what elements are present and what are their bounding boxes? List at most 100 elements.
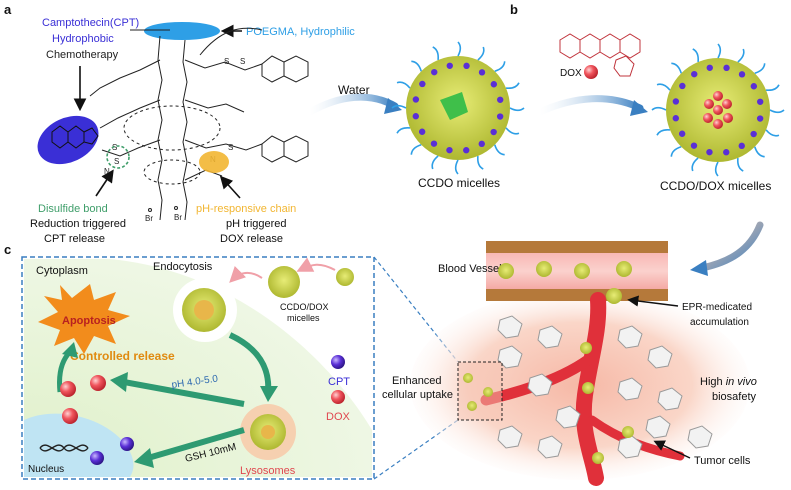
cpt-dot xyxy=(756,115,764,122)
cpt-dot xyxy=(706,148,713,156)
cpt-released-1 xyxy=(120,437,134,451)
cpt-dot xyxy=(738,71,746,78)
extracellular-micelle-2 xyxy=(336,268,354,286)
to-vessel-arrow-head xyxy=(690,260,708,276)
peg-chain xyxy=(396,126,411,134)
dox-released-3 xyxy=(62,408,78,424)
peg-chain xyxy=(769,109,785,114)
biosafety-high: High xyxy=(700,376,726,388)
cpt-dot xyxy=(690,142,698,149)
peg-chain xyxy=(717,43,722,59)
disulfide-desc2: CPT release xyxy=(44,233,105,245)
dox-dot xyxy=(723,113,733,123)
atom-s-4: S xyxy=(240,57,245,66)
disulfide-arrow xyxy=(95,169,114,197)
ph-chain-arrow xyxy=(219,175,241,199)
dox-dot xyxy=(722,99,732,109)
controlled-release-label: Controlled release xyxy=(70,349,175,363)
panel-label-c: c xyxy=(4,242,11,257)
micelles-label-2: micelles xyxy=(287,313,320,323)
cpt-dot xyxy=(738,142,745,150)
ph-release-arrow-head xyxy=(110,372,128,392)
poegma-label: POEGMA, Hydrophilic xyxy=(246,26,355,38)
uptake-label-2: cellular uptake xyxy=(382,389,453,401)
water-arrow xyxy=(306,93,399,116)
legend-dox-label: DOX xyxy=(326,411,351,423)
endocytosis-label: Endocytosis xyxy=(153,261,213,273)
cpt-released-2 xyxy=(90,451,104,465)
dox-dot xyxy=(703,113,713,123)
ph-release-arrow xyxy=(123,379,245,407)
ph-chain-ellipse xyxy=(199,151,229,173)
peg-chain xyxy=(391,104,407,109)
peg-chain xyxy=(411,60,422,72)
micelle-ccdo-shell xyxy=(391,41,525,175)
peg-chain xyxy=(509,107,525,112)
gsh-release-arrow xyxy=(147,427,245,461)
panel-label-a: a xyxy=(4,2,12,17)
water-arrow-head xyxy=(384,98,402,114)
peg-chain xyxy=(671,62,682,74)
tumor-vessel-main xyxy=(575,292,607,486)
uptake-micelle-1 xyxy=(463,373,473,383)
nucleus-label: Nucleus xyxy=(28,464,64,475)
apoptosis-burst xyxy=(38,284,130,354)
peg-chain xyxy=(736,157,744,172)
cpt-dot xyxy=(446,146,453,154)
peg-chain xyxy=(431,155,439,170)
endosome-core xyxy=(194,300,214,320)
legend-cpt-label: CPT xyxy=(328,376,350,388)
peg-chain xyxy=(656,128,671,136)
peg-chain xyxy=(692,48,700,63)
cpt-dot xyxy=(672,98,680,105)
cpt-structure xyxy=(51,125,99,149)
cpt-dot xyxy=(750,83,758,90)
cpt-dot xyxy=(679,82,686,90)
to-vessel-arrow xyxy=(698,221,764,272)
cpt-dot xyxy=(490,128,497,136)
uptake-zoom-box xyxy=(457,361,503,421)
cpt-dot xyxy=(463,62,470,70)
peg-chain xyxy=(505,82,520,90)
dox-released-1 xyxy=(60,381,76,397)
lysosome-core xyxy=(261,425,275,439)
dox-load-arrow xyxy=(536,95,644,116)
cpt-dot xyxy=(463,147,470,154)
legend-dox-ball xyxy=(331,390,345,404)
cpt-use: Chemotherapy xyxy=(46,49,119,61)
gsh-release-arrow-head xyxy=(134,448,154,468)
peg-chain xyxy=(396,81,411,89)
atom-s-5: S xyxy=(228,143,233,152)
cpt-dot xyxy=(412,113,419,120)
atom-n-2: N xyxy=(104,167,110,176)
peg-chain xyxy=(505,127,520,135)
biosafety-label-1: High in vivo xyxy=(700,376,757,388)
cpt-dot xyxy=(757,98,764,105)
micelle-ccdo-dox-shell xyxy=(651,43,785,177)
cpt-dot xyxy=(419,80,426,88)
atom-s-2: S xyxy=(114,157,119,166)
peg-chain xyxy=(454,159,459,175)
cpt-title: Camptothecin(CPT) xyxy=(42,17,139,29)
legend-cpt-ball xyxy=(331,355,345,369)
peg-chain xyxy=(477,46,485,61)
micelle-ccdo xyxy=(406,56,510,160)
cpt-dot xyxy=(430,140,438,147)
cpt-dot xyxy=(497,96,504,103)
peg-chain xyxy=(656,83,671,91)
extracellular-micelle-1 xyxy=(268,266,300,298)
disulfide-label: Disulfide bond xyxy=(38,203,108,215)
dox-load-arrow-head xyxy=(630,100,648,116)
ccdo-dox-label: CCDO/DOX micelles xyxy=(660,179,771,193)
ph-chain-label: pH-responsive chain xyxy=(196,203,296,215)
endo-to-lyso-arrow-head xyxy=(260,386,278,402)
cpt-dot xyxy=(412,96,420,103)
ph-desc2: DOX release xyxy=(220,233,283,245)
uptake-micelle-3 xyxy=(467,401,477,411)
peg-chain xyxy=(432,46,440,61)
epr-label-2: accumulation xyxy=(690,317,749,328)
atom-br-2: Br xyxy=(174,213,182,222)
dox-dot xyxy=(713,119,723,129)
dox-dot xyxy=(713,91,723,101)
